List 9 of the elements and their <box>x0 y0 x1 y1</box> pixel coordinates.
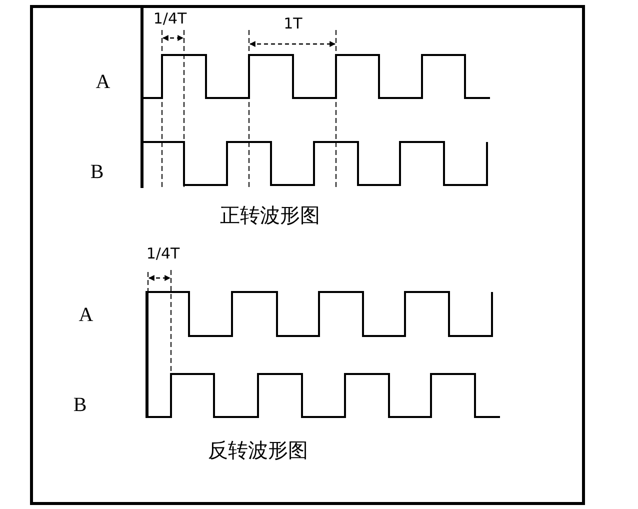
dimension-label: 1/4T <box>146 246 180 262</box>
dimension-label: 1/4T <box>153 12 187 26</box>
signal-label: A <box>78 305 94 325</box>
signal-label: B <box>90 162 104 182</box>
signal-label: A <box>96 72 110 92</box>
caption: 反转波形图 <box>208 440 308 460</box>
dimension-label: 1T <box>284 16 302 32</box>
caption: 正转波形图 <box>220 205 320 225</box>
signal-label: B <box>73 395 87 415</box>
